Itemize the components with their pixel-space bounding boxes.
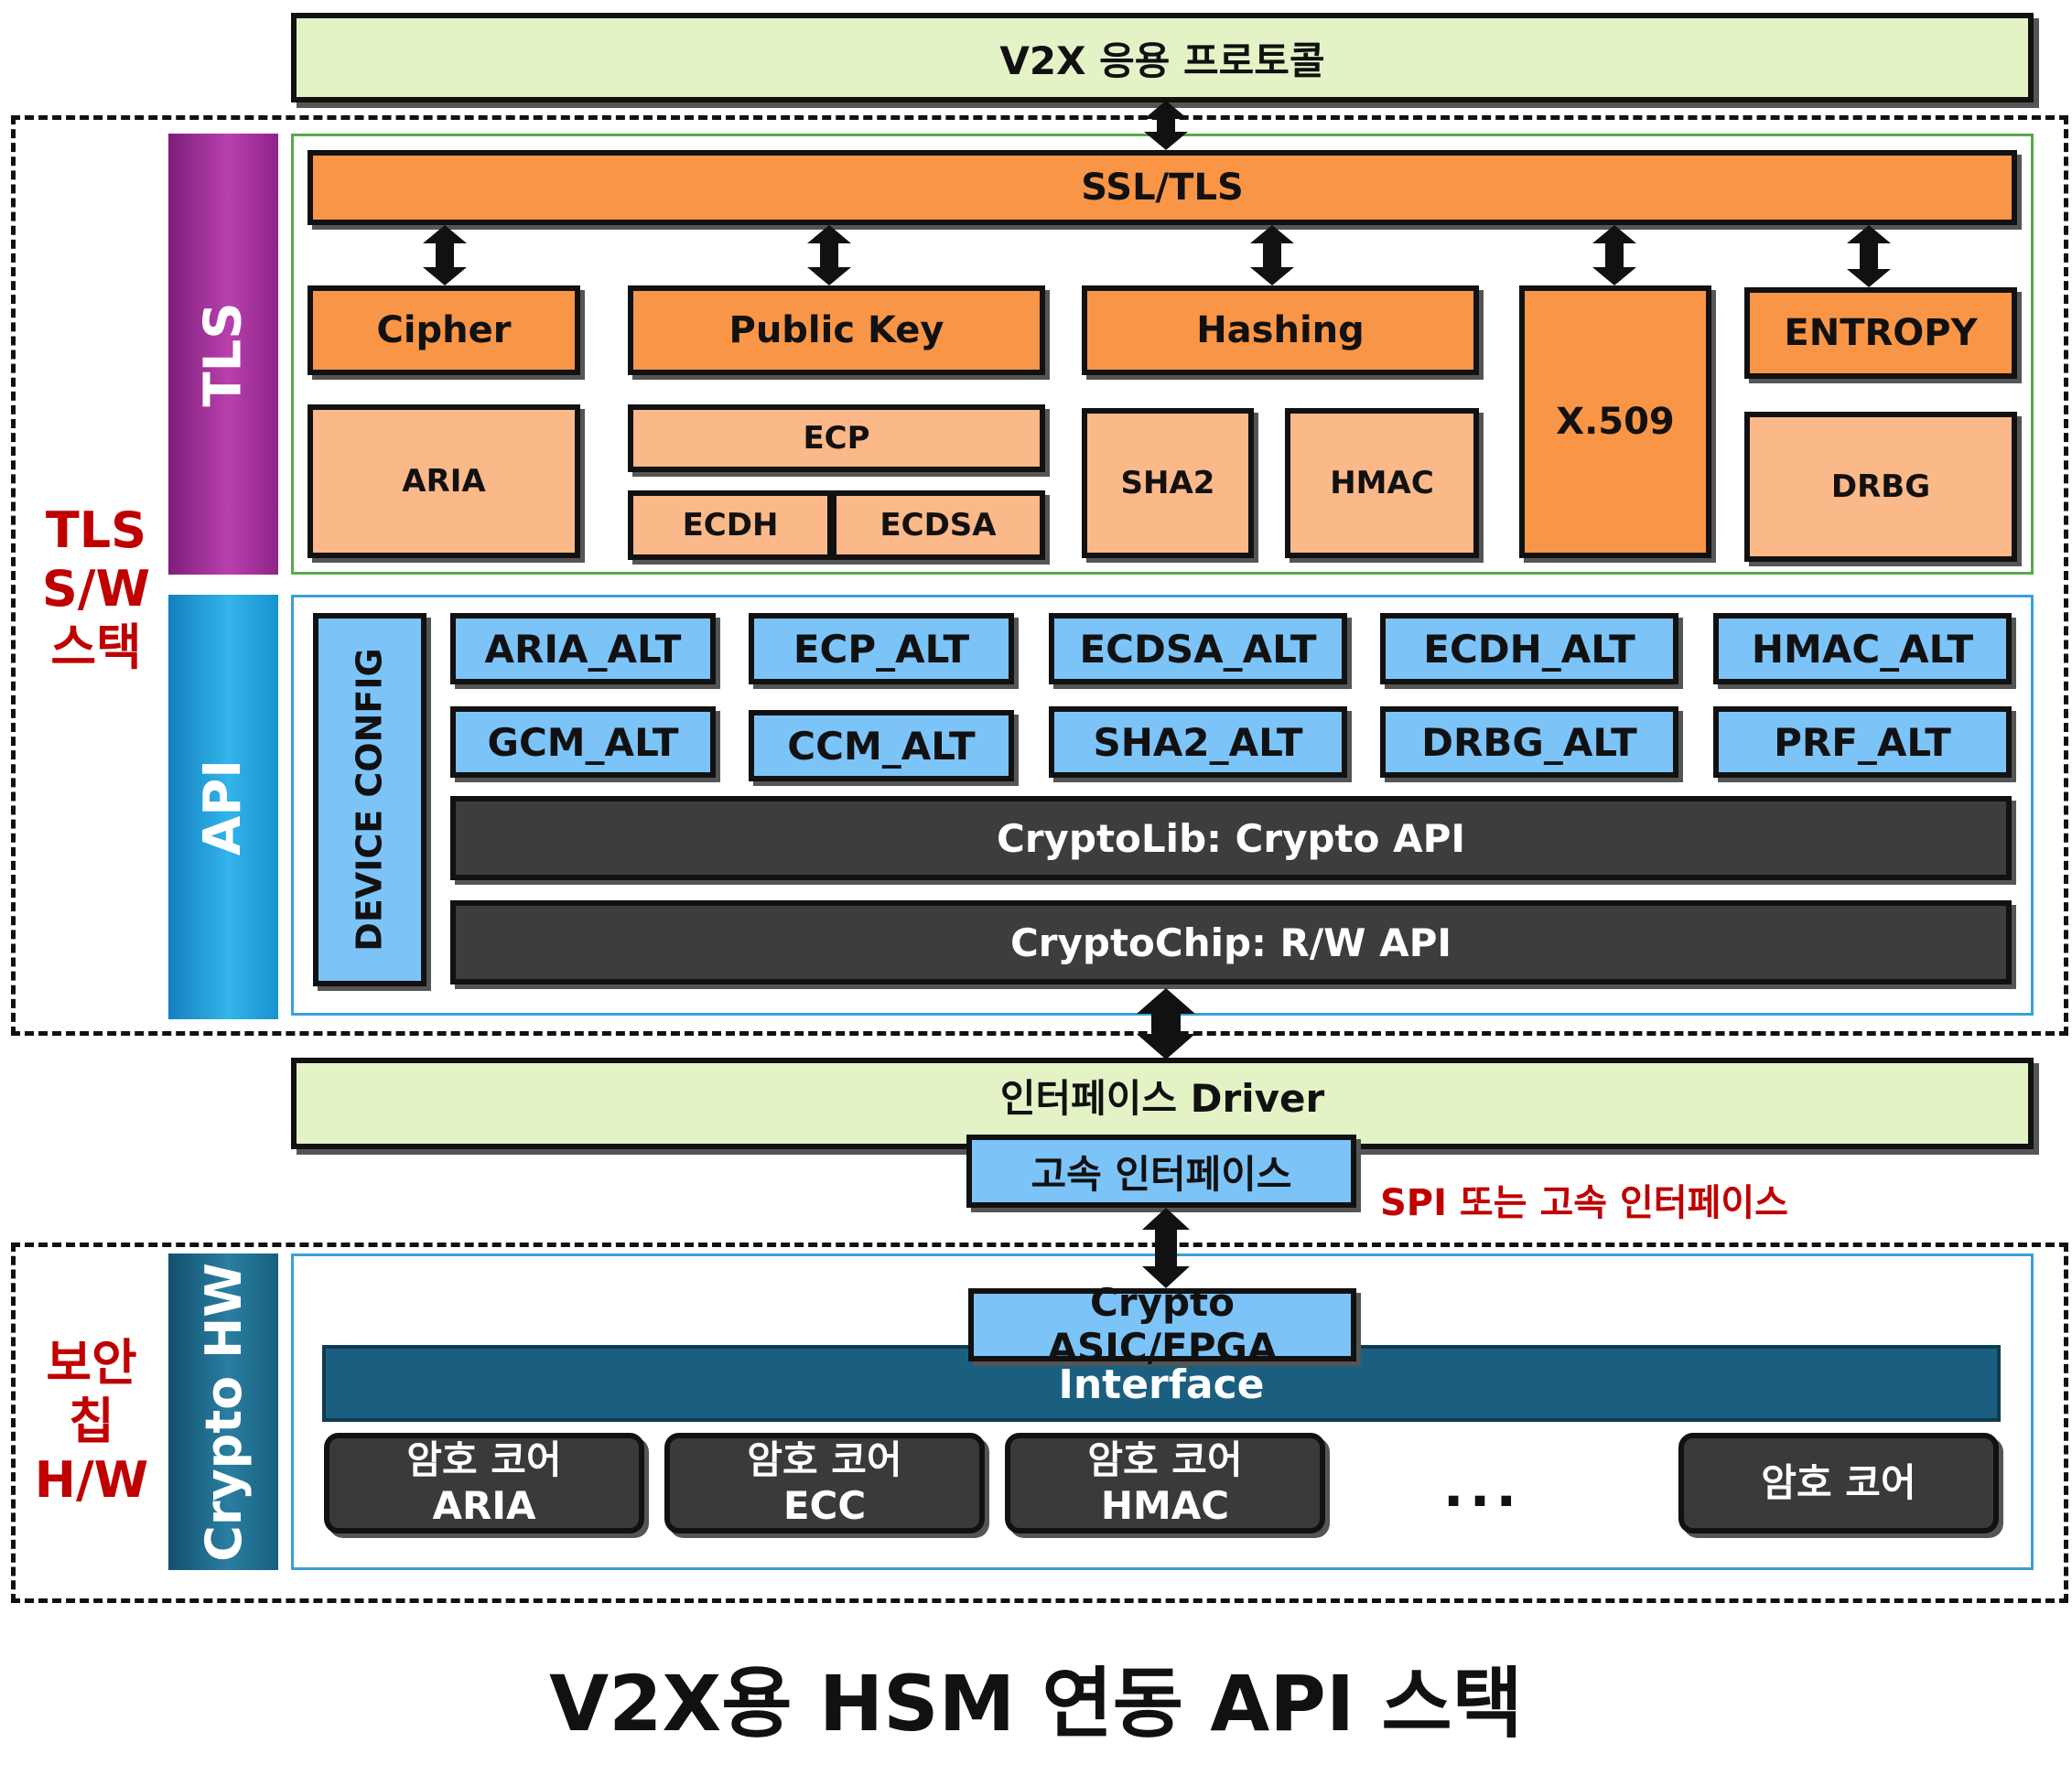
sha2-alt-box: SHA2_ALT — [1049, 706, 1347, 778]
crypto-hw-side-label: Crypto HW — [194, 1262, 253, 1562]
drbg-box: DRBG — [1744, 412, 2017, 562]
ssl-tls-bar: SSL/TLS — [308, 150, 2017, 225]
hmac-alt-box: HMAC_ALT — [1713, 613, 2012, 684]
core-generic: 암호 코어 — [1678, 1433, 1999, 1533]
hw-region — [11, 1243, 2068, 1603]
api-side-bar: API — [168, 595, 278, 1019]
entropy-box: ENTROPY — [1744, 287, 2017, 379]
aria-box: ARIA — [308, 404, 580, 558]
api-side-label: API — [193, 759, 254, 855]
v2x-protocol-label: V2X 응용 프로토콜 — [999, 38, 1325, 83]
core-hmac: 암호 코어 HMAC — [1005, 1433, 1325, 1533]
crypto-asic-box: Crypto ASIC/FPGA — [968, 1280, 1356, 1370]
cryptochip-bar: CryptoChip: R/W API — [450, 900, 2012, 984]
core-ecc: 암호 코어 ECC — [664, 1433, 985, 1533]
hmac-box: HMAC — [1285, 408, 1479, 558]
ecp-box: ECP — [628, 404, 1045, 472]
high-speed-interface-box: 고속 인터페이스 — [966, 1135, 1356, 1208]
drbg-alt-box: DRBG_ALT — [1380, 706, 1678, 778]
cryptolib-bar: CryptoLib: Crypto API — [450, 796, 2012, 880]
diagram-caption: V2X용 HSM 연동 API 스택 — [549, 1658, 1523, 1748]
interface-label: Interface — [1058, 1361, 1265, 1408]
v2x-protocol-bar: V2X 응용 프로토콜 — [291, 13, 2034, 102]
x509-box: X.509 — [1519, 285, 1711, 558]
prf-alt-box: PRF_ALT — [1713, 706, 2012, 778]
tls-side-bar: TLS — [168, 134, 278, 575]
ecdsa-alt-box: ECDSA_ALT — [1049, 613, 1347, 684]
sw-stack-label: TLS S/W 스택 — [41, 501, 151, 676]
device-config-box: DEVICE CONFIG — [313, 613, 426, 986]
core-ellipsis: ... — [1442, 1456, 1523, 1520]
hashing-box: Hashing — [1082, 285, 1479, 375]
cipher-box: Cipher — [308, 285, 580, 375]
ecdh-box: ECDH — [628, 490, 833, 560]
sha2-box: SHA2 — [1082, 408, 1254, 558]
spi-note: SPI 또는 고속 인터페이스 — [1380, 1182, 1788, 1224]
core-aria: 암호 코어 ARIA — [324, 1433, 644, 1533]
ecp-alt-box: ECP_ALT — [749, 613, 1014, 684]
gcm-alt-box: GCM_ALT — [450, 706, 716, 778]
ecdh-alt-box: ECDH_ALT — [1380, 613, 1678, 684]
ssl-tls-label: SSL/TLS — [1081, 167, 1244, 209]
tls-side-label: TLS — [193, 301, 254, 407]
aria-alt-box: ARIA_ALT — [450, 613, 716, 684]
sw-stack-region — [11, 115, 2068, 1036]
ccm-alt-box: CCM_ALT — [749, 710, 1014, 781]
public-key-box: Public Key — [628, 285, 1045, 375]
hw-outer-label: 보안 칩 H/W — [34, 1334, 149, 1509]
crypto-hw-side-bar: Crypto HW — [168, 1253, 278, 1570]
ecdsa-box: ECDSA — [831, 490, 1045, 560]
